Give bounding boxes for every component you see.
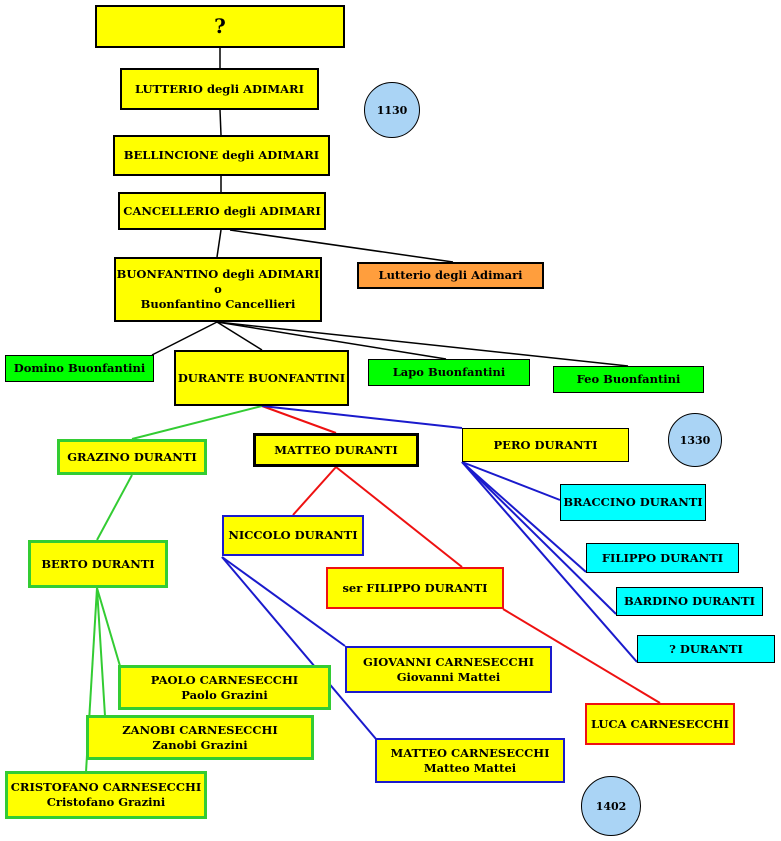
- node-label: NICCOLO DURANTI: [228, 528, 358, 542]
- link-pero-filippo: [461, 461, 587, 573]
- node-label-line-1: MATTEO CARNESECCHI: [390, 745, 550, 760]
- link-matteo-serfilippo: [335, 466, 463, 568]
- node-label-line-3: Buonfantino Cancellieri: [140, 297, 296, 311]
- link-berto-paolo: [96, 587, 121, 667]
- link-pero-braccino: [461, 461, 561, 501]
- node-label: ser FILIPPO DURANTI: [342, 580, 488, 595]
- link-serfilippo-luca: [502, 608, 661, 704]
- node-cancellerio: CANCELLERIO degli ADIMARI: [118, 192, 326, 230]
- node-label: ?: [214, 14, 226, 38]
- link-berto-zanobi: [96, 587, 106, 717]
- link-lutterio-bellincione: [219, 109, 222, 136]
- node-label: PERO DURANTI: [493, 437, 598, 452]
- link-pero-unknown: [461, 461, 638, 663]
- node-giovanni-carnesecchi: GIOVANNI CARNESECCHI Giovanni Mattei: [345, 646, 552, 693]
- node-ser-filippo-duranti: ser FILIPPO DURANTI: [326, 567, 504, 609]
- node-matteo-carnesecchi: MATTEO CARNESECCHI Matteo Mattei: [375, 738, 565, 783]
- link-durante-matteo: [261, 405, 337, 434]
- node-feo-buonfantini: Feo Buonfantini: [553, 366, 704, 393]
- node-lutterio-degli-adimari: LUTTERIO degli ADIMARI: [120, 68, 319, 110]
- node-label: ? DURANTI: [669, 641, 743, 656]
- node-grazino-duranti: GRAZINO DURANTI: [57, 439, 207, 475]
- node-label: DURANTE BUONFANTINI: [177, 370, 346, 385]
- node-label: FILIPPO DURANTI: [601, 550, 724, 565]
- node-zanobi-carnesecchi: ZANOBI CARNESECCHI Zanobi Grazini: [86, 715, 314, 760]
- node-label-line-1: PAOLO CARNESECCHI: [150, 672, 299, 687]
- link-buonfantino-durante: [216, 321, 263, 351]
- link-buonfantino-domino: [151, 321, 218, 356]
- node-label-line-2: Giovanni Mattei: [396, 669, 501, 684]
- node-label-line-2: Matteo Mattei: [423, 760, 517, 775]
- link-pero-bardino: [461, 461, 617, 615]
- node-label-line-2: Cristofano Grazini: [46, 795, 166, 809]
- node-bardino-duranti: BARDINO DURANTI: [616, 587, 763, 616]
- link-durante-pero: [261, 405, 463, 429]
- link-niccolo-giovanni: [221, 556, 346, 647]
- node-label-line-1: GIOVANNI CARNESECCHI: [363, 654, 534, 669]
- node-label-line-1: BUONFANTINO degli ADIMARI: [116, 267, 320, 281]
- node-matteo-duranti: MATTEO DURANTI: [253, 433, 419, 467]
- node-domino-buonfantini: Domino Buonfantini: [5, 355, 154, 382]
- node-label: Feo Buonfantini: [576, 372, 681, 386]
- node-braccino-duranti: BRACCINO DURANTI: [560, 484, 706, 521]
- link-buonfantino-lapo: [216, 321, 447, 360]
- node-label: LUTTERIO degli ADIMARI: [135, 81, 304, 96]
- node-label: BELLINCIONE degli ADIMARI: [123, 148, 320, 162]
- link-cancellerio-lutterio-orange: [229, 229, 454, 263]
- node-label: Lapo Buonfantini: [392, 365, 506, 379]
- link-durante-grazino: [131, 405, 263, 440]
- node-filippo-duranti: FILIPPO DURANTI: [586, 543, 739, 573]
- node-label: Domino Buonfantini: [13, 361, 146, 375]
- node-label-line-2: o: [214, 282, 222, 296]
- year-badge-1130: 1130: [364, 82, 420, 138]
- link-buonfantino-feo: [216, 321, 629, 367]
- node-luca-carnesecchi: LUCA CARNESECCHI: [585, 703, 735, 745]
- node-paolo-carnesecchi: PAOLO CARNESECCHI Paolo Grazini: [118, 665, 331, 710]
- node-berto-duranti: BERTO DURANTI: [28, 540, 168, 588]
- node-lutterio-orange: Lutterio degli Adimari: [357, 262, 544, 289]
- link-niccolo-matteoc: [221, 556, 377, 740]
- link-cancellerio-buonfantino: [216, 229, 222, 258]
- node-unknown-duranti: ? DURANTI: [637, 635, 775, 663]
- year-badge-1330: 1330: [668, 413, 722, 467]
- node-niccolo-duranti: NICCOLO DURANTI: [222, 515, 364, 556]
- node-pero-duranti: PERO DURANTI: [462, 428, 629, 462]
- node-label-line-1: ZANOBI CARNESECCHI: [122, 722, 278, 737]
- link-matteo-niccolo: [292, 466, 337, 516]
- node-label-line-1: CRISTOFANO CARNESECCHI: [10, 780, 202, 794]
- node-cristofano-carnesecchi: CRISTOFANO CARNESECCHI Cristofano Grazin…: [5, 771, 207, 819]
- node-unknown-ancestor: ?: [95, 5, 345, 48]
- node-buonfantino: BUONFANTINO degli ADIMARI o Buonfantino …: [114, 257, 322, 322]
- node-label: GRAZINO DURANTI: [67, 449, 197, 464]
- node-durante-buonfantini: DURANTE BUONFANTINI: [174, 350, 349, 406]
- link-grazino-berto: [96, 474, 133, 541]
- node-lapo-buonfantini: Lapo Buonfantini: [368, 359, 530, 386]
- node-label: BARDINO DURANTI: [623, 594, 755, 608]
- node-label: BRACCINO DURANTI: [563, 495, 703, 509]
- node-label: CANCELLERIO degli ADIMARI: [123, 203, 321, 218]
- node-label: LUCA CARNESECCHI: [590, 716, 730, 731]
- node-bellincione: BELLINCIONE degli ADIMARI: [113, 135, 330, 176]
- node-label: Lutterio degli Adimari: [378, 268, 523, 282]
- year-badge-1402: 1402: [581, 776, 641, 836]
- node-label: MATTEO DURANTI: [274, 442, 398, 457]
- node-label: BERTO DURANTI: [41, 556, 155, 571]
- node-label-line-2: Paolo Grazini: [181, 687, 268, 702]
- node-label-line-2: Zanobi Grazini: [152, 737, 248, 752]
